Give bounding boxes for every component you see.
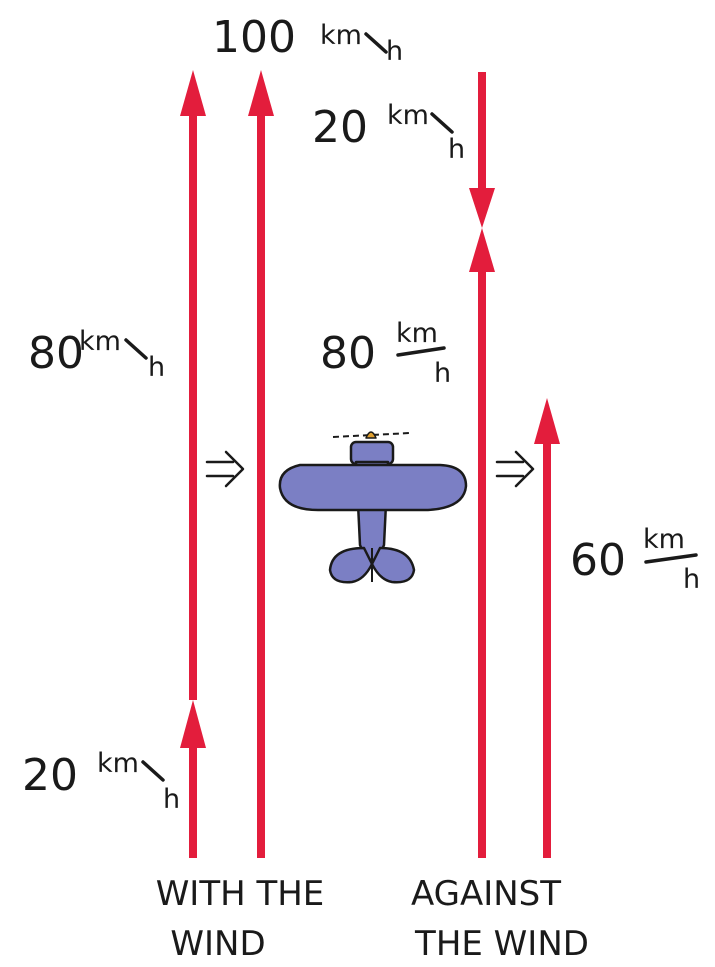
unit-denominator: h <box>386 36 403 67</box>
with-wind-caption-line2: WIND <box>170 924 265 964</box>
implies-arrow-icon <box>205 450 245 488</box>
unit-numerator: km <box>320 20 362 51</box>
unit-slash <box>141 760 165 782</box>
wind-speed-against-wind-value: 20 <box>312 102 368 153</box>
with-wind-resultant-arrow <box>248 70 274 858</box>
unit-denominator: h <box>448 134 465 165</box>
unit-slash <box>124 338 148 360</box>
with-wind-wind-arrow <box>180 700 206 858</box>
against-wind-caption-line2: THE WIND <box>414 924 589 964</box>
resultant-speed-with-wind-value: 100 <box>212 12 296 63</box>
unit-numerator: km <box>97 748 139 779</box>
unit-denominator: h <box>148 352 165 383</box>
unit-numerator: km <box>643 524 685 555</box>
plane-speed-with-wind-value: 80 <box>28 328 84 379</box>
with-wind-caption-line1: WITH THE <box>156 874 325 914</box>
against-wind-resultant-arrow <box>534 398 560 858</box>
resultant-speed-against-wind-value: 60 <box>570 535 626 586</box>
unit-numerator: km <box>387 100 429 131</box>
unit-denominator: h <box>683 564 700 595</box>
wind-speed-with-wind-value: 20 <box>22 750 78 801</box>
unit-fraction-bar <box>396 346 446 357</box>
against-wind-plane-arrow <box>469 228 495 858</box>
against-wind-wind-arrow <box>469 72 495 228</box>
unit-numerator: km <box>79 326 121 357</box>
implies-arrow-icon <box>495 450 535 488</box>
unit-denominator: h <box>434 358 451 389</box>
unit-denominator: h <box>163 784 180 815</box>
airplane-icon <box>278 431 468 584</box>
unit-fraction-bar <box>644 553 698 564</box>
unit-numerator: km <box>396 318 438 349</box>
against-wind-caption-line1: AGAINST <box>411 874 561 914</box>
unit-slash <box>364 32 388 54</box>
plane-speed-against-wind-value: 80 <box>320 328 376 379</box>
unit-slash <box>430 112 454 134</box>
with-wind-plane-arrow <box>180 70 206 700</box>
